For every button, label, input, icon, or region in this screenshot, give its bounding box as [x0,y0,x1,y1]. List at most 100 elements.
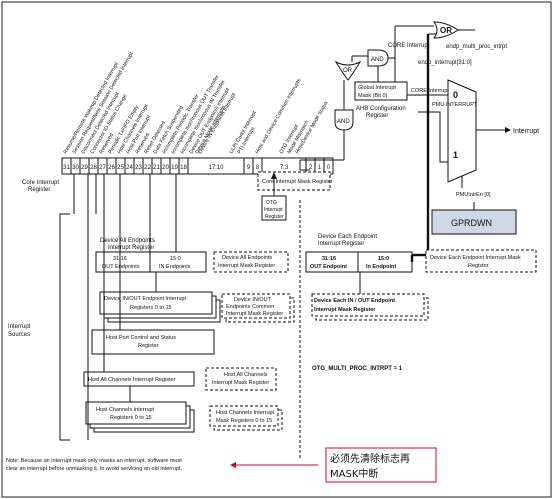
mux [447,79,477,183]
host-ch-int-1: Host Channels Interrupt [96,407,155,413]
host-port-1: Host Port Control and Status [106,335,176,341]
core-interrupt-label: CORE Interrupt [388,43,430,49]
core-bit-label: 7:3 [280,165,289,171]
inout-ep-label-1: Device IN/OUT Endpoint Interrupt [104,296,187,302]
global-mask-label-1: Global Interrupt [358,85,396,91]
pmu-en-label: PMUIntrEn [0] [456,192,491,198]
host-port-box [91,329,215,355]
sources-label-2: Sources [8,332,30,338]
or-gate-middle [334,60,362,81]
all-ep-title-1: Device All Endpoints [100,238,155,244]
gprdwn-label: GPRDWN [451,218,492,228]
core-bit-label: 1 [318,165,322,171]
each-ep-out-label: OUT Endpoint [310,264,347,270]
host-ch-mask-box [209,405,279,427]
core-bit-label: 18 [180,165,187,171]
all-ep-in-label: IN Endpoints [159,264,191,270]
inout-common-1: Device IN/OUT [234,297,272,303]
otg-reg-label-2: Interrupt [264,207,283,213]
otg-up-arrow [271,172,277,179]
core-register-label-2: Register [28,187,50,193]
all-ep-in-bits: 15:0 [170,256,181,262]
core-bit-label: 24 [126,165,133,171]
ahb-config-label-1: AHB Configuration [356,106,406,112]
core-bit-label: 26 [108,165,115,171]
each-ep-in-bits: 15:0 [378,256,389,262]
all-ep-title-2: Interrupt Register [108,245,154,251]
core-bit-label: 17:10 [208,165,224,171]
core-bit-label: 23 [135,165,142,171]
mux-0: 0 [453,90,458,100]
core-bit-label: 30 [72,165,79,171]
each-inout-2: Interrupt Mask Register [314,307,376,313]
core-bit-label: 8 [256,165,260,171]
each-ep-out-bits: 31:16 [322,256,336,262]
each-ep-title-2: Interrupt Register [318,241,364,247]
and-lower-label: AND [337,119,350,125]
sources-label-1: Interrupt [8,324,31,330]
core-bit-label: 0 [327,165,331,171]
each-ep-mask-2: Register [468,263,489,269]
core-bit-label: 27 [99,165,106,171]
each-ep-mask-box [425,249,537,273]
all-ep-mask-2: Interrupt Mask Register [218,263,275,269]
mux-1: 1 [453,150,458,160]
reg-connector [299,160,310,171]
host-all-ch-label: Host All Channels Interrupt Register [88,377,176,383]
inout-common-2: Endpoints Common [226,304,274,310]
host-all-ch-mask-1: Host All Channels [224,372,268,378]
or-gate-top-label: OR [440,26,452,35]
each-ep-in-label: In Endpoint [366,264,396,270]
endp-interrupt-label: endp_interrupt[31:0] [418,60,472,66]
each-inout-mask-box [311,293,425,317]
interrupt-out-label: Interrupt [513,128,539,135]
otg-reg-label-1: OTG [266,200,277,206]
host-all-ch-mask-box [205,367,277,391]
core-bit-label: 22 [144,165,151,171]
core-bit-label: 19 [171,165,178,171]
core-bit-label: 25 [117,165,124,171]
all-ep-register [95,251,207,273]
core-bit-label: 31 [63,165,70,171]
field-labels: Resume/Remote Wakeup Detected InterruptS… [63,51,330,155]
endp-multi-label: endp_multi_proc_intrpt [446,44,507,50]
core-bit-label: 28 [90,165,97,171]
global-mask-box [354,81,408,101]
note-arrow-head [230,462,236,468]
each-ep-title-1: Device Each Endpoint [318,234,377,240]
host-ch-mask-1: Host Channels Interrupt [216,410,275,416]
ahb-config-label-2: Register [366,113,388,119]
core-bit-label: 9 [247,165,251,171]
inout-common-mask-box [221,293,291,319]
pmu-interrupt-label: PMU INTERRUPT [432,102,478,108]
all-ep-mask-box [213,251,289,273]
sources-bracket [59,213,70,441]
otg-multi-label: OTG_MULTI_PROC_INTRPT = 1 [312,366,403,372]
pmu-line [418,111,448,163]
note-line-1: Note: Because an interrupt mask only mas… [6,458,182,464]
chinese-note-box [325,447,437,483]
inout-ep-label-2: Registers 0 to 15 [130,305,172,311]
global-mask-label-2: Mask (Bit 0) [358,93,388,99]
and-upper-label: AND [371,57,384,63]
or-gate-top [433,21,459,39]
chinese-note-2: MASK中断 [330,467,378,480]
note-line-2: clear an interrupt before unmasking it, … [6,466,183,472]
host-all-ch-mask-2: Interrupt Mask Register [212,380,269,386]
inout-common-3: Interrupt Mask Register [226,311,283,317]
host-ch-mask-2: Mask Registers 0 to 15 [216,418,272,424]
source-connections [73,174,414,440]
core-mask-label: Core Interrupt Mask Register [262,179,333,185]
host-ch-int-box [85,401,187,425]
core-bit-label: 20 [162,165,169,171]
otg-reg-box [261,195,287,221]
or-middle-label: OR [343,68,353,74]
host-ch-int-2: Registers 0 to 15 [110,415,152,421]
core-bit-label: 2 [309,165,313,171]
all-ep-mask-1: Device All Endpoints [222,255,272,261]
each-ep-mask-1: Device Each Endpoint Interrupt Mask [430,255,521,261]
host-port-2: Register [138,343,159,349]
